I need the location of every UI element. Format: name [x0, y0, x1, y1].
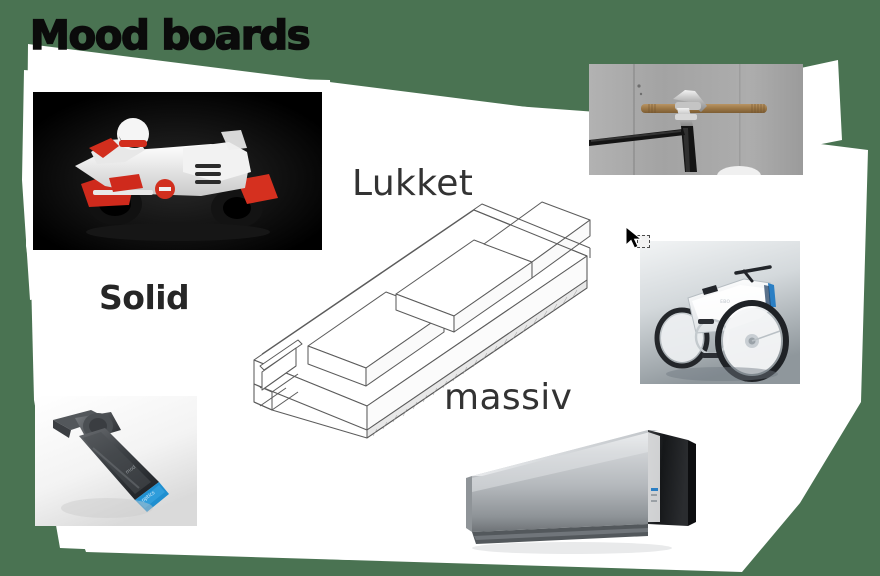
image-air-conditioner[interactable]	[452, 418, 714, 561]
camera-device-artwork: optics mod	[35, 396, 197, 526]
label-lukket: Lukket	[352, 163, 474, 204]
motorcycle-artwork	[33, 92, 322, 250]
svg-text:ᴇʙᴏ: ᴇʙᴏ	[720, 298, 730, 305]
cad-extrusion-artwork	[253, 201, 591, 439]
selection-handle[interactable]	[637, 235, 650, 248]
svg-text:mod: mod	[125, 464, 138, 475]
drawing-cad-extrusion[interactable]	[238, 188, 608, 456]
image-motorcycle[interactable]	[33, 92, 322, 250]
page-title: Mood boards	[29, 13, 311, 59]
concept-bike-artwork: ᴇʙᴏ	[640, 241, 800, 384]
image-bicycle-handlebar[interactable]	[589, 64, 803, 175]
label-solid: Solid	[99, 278, 190, 317]
image-camera-device[interactable]: optics mod	[35, 396, 197, 526]
bicycle-handlebar-artwork	[589, 64, 803, 175]
label-massiv: massiv	[444, 377, 573, 418]
air-conditioner-artwork	[452, 418, 714, 561]
image-concept-bike[interactable]: ᴇʙᴏ	[640, 241, 800, 384]
